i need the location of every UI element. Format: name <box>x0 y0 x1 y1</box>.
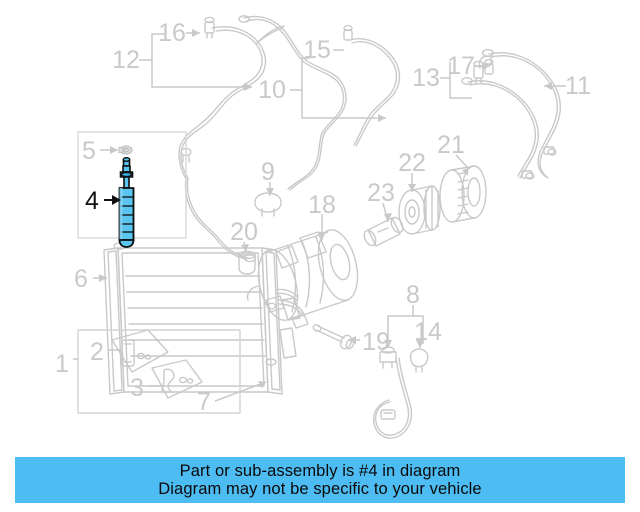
grommet-20 <box>238 250 256 275</box>
highlighted-part-4[interactable] <box>118 156 135 248</box>
discharge-line-11 <box>481 48 561 179</box>
callout-label-7: 7 <box>197 388 211 416</box>
callout-label-1: 1 <box>55 350 69 378</box>
callout-labels: 1 2 3 4 5 6 7 8 9 10 11 12 13 14 15 16 1… <box>55 19 591 416</box>
leader-12 <box>139 33 252 88</box>
mounting-bolt-19 <box>312 324 355 350</box>
callout-label-22: 22 <box>398 149 426 177</box>
leader-7 <box>214 381 267 402</box>
pressure-switch-harness <box>372 346 429 439</box>
callout-label-4: 4 <box>85 187 99 215</box>
leader-8 <box>387 305 424 348</box>
callout-label-2: 2 <box>90 338 104 366</box>
line-assembly-15 <box>238 15 347 191</box>
compressor-18 <box>246 229 359 329</box>
callout-label-12: 12 <box>112 46 140 74</box>
leader-arrowheads <box>99 29 552 388</box>
mount-group-box-1 <box>77 329 241 414</box>
banner-line-1: Part or sub-assembly is #4 in diagram <box>179 461 461 480</box>
valve-fitting-17 <box>473 60 484 84</box>
leader-10 <box>290 57 386 119</box>
callout-label-21: 21 <box>437 131 465 159</box>
callout-label-11: 11 <box>565 72 591 100</box>
callout-label-19: 19 <box>362 328 390 356</box>
callout-label-14: 14 <box>414 318 442 346</box>
callout-label-20: 20 <box>230 218 258 246</box>
callout-label-9: 9 <box>261 158 275 186</box>
leader-21 <box>455 154 469 169</box>
exploded-parts-diagram: 1 2 3 4 5 6 7 8 9 10 11 12 13 14 15 16 1… <box>55 15 591 439</box>
suction-hose-10 <box>349 38 401 147</box>
cap-part-5 <box>118 145 133 155</box>
clutch-pulley-22 <box>398 185 441 235</box>
shaft-spacer-23 <box>363 216 404 247</box>
fitting-upper-15 <box>343 24 353 41</box>
leader-13 <box>440 62 472 99</box>
callout-label-13: 13 <box>412 64 440 92</box>
callout-label-3: 3 <box>130 374 144 402</box>
callout-label-8: 8 <box>406 281 420 309</box>
valve-fitting-16 <box>204 16 215 39</box>
callout-label-16: 16 <box>158 19 186 47</box>
banner-line-2: Diagram may not be specific to your vehi… <box>158 480 482 498</box>
rear-line-13 <box>461 55 539 180</box>
notice-banner: Part or sub-assembly is #4 in diagram Di… <box>15 457 625 503</box>
field-coil-21 <box>439 165 487 223</box>
callout-label-23: 23 <box>367 179 395 207</box>
bracket-3 <box>151 359 203 399</box>
callout-label-6: 6 <box>74 265 88 293</box>
leader-4 <box>104 195 121 205</box>
callout-label-18: 18 <box>308 191 336 219</box>
callout-label-15: 15 <box>303 36 331 64</box>
callout-label-17: 17 <box>447 52 475 80</box>
line-clamp-9 <box>254 192 282 217</box>
bracket-2 <box>111 329 169 373</box>
callout-label-5: 5 <box>82 137 96 165</box>
callout-label-10: 10 <box>258 76 286 104</box>
